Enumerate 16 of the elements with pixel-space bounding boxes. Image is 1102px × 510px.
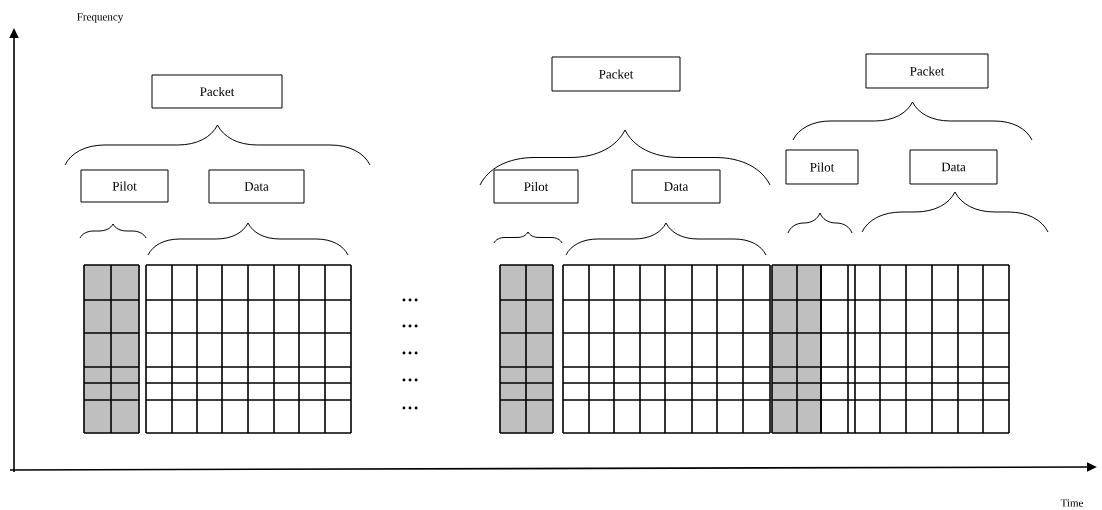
ellipsis: …: [402, 324, 418, 328]
axis-label: Frequency: [77, 13, 124, 23]
axis-label: Time: [1060, 499, 1084, 507]
label-box: Data: [909, 149, 998, 185]
ellipsis: …: [402, 406, 418, 410]
ellipsis: …: [402, 351, 418, 355]
ellipsis: …: [402, 298, 418, 302]
label-box: Pilot: [785, 149, 859, 185]
label-box: Packet: [551, 56, 681, 92]
label-box: Data: [631, 169, 721, 204]
label-box: Packet: [865, 53, 989, 89]
label-box: Data: [208, 169, 305, 204]
ellipsis: …: [402, 378, 418, 382]
label-box: Pilot: [80, 169, 169, 203]
label-box: Pilot: [493, 169, 579, 204]
label-box: Packet: [151, 74, 283, 109]
